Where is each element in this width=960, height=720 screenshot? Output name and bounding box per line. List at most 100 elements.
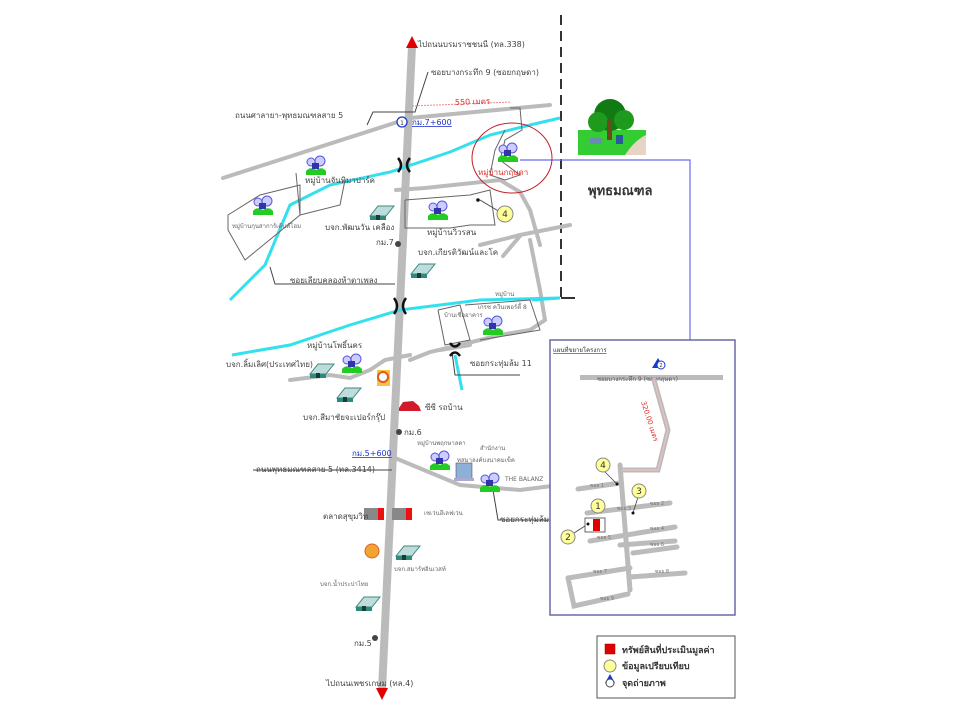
subject-property-icon [593, 519, 600, 531]
soi-khlong-label: ซอยเลียบคลองห้าตาเพลง [290, 276, 378, 285]
inset-soi-6-label: ซอย 6 [650, 542, 664, 548]
legend-item-photo-point: จุดถ่ายภาพ [622, 678, 666, 689]
factory-phanawan-label: บจก.พัฒนวัน เคลือง [325, 223, 394, 232]
road-soi-11 [408, 238, 548, 362]
yellow-circle-icon [603, 659, 617, 673]
factory-seemachai-label: บจก.สีมาชัยจะเปอร์กรุ๊ป [303, 412, 385, 422]
region-label: พุทธมณฑล [588, 184, 652, 199]
house-rent-label: บ้านเชื่ออาคาร [444, 311, 483, 319]
distance-550-label: 550 เมตร [455, 97, 491, 107]
comparable-point-4-icon: 4 [496, 205, 514, 223]
north-arrow-icon [406, 36, 418, 48]
factory-lamloet-label: บจก.ลิ้มเลิศ(ประเทศไทย) [226, 358, 313, 369]
main-highway [378, 45, 416, 691]
village-icon [427, 200, 449, 221]
inset-soi-2-label: ซอย 2 [650, 501, 664, 507]
km-7-600-label: กม.7+600 [412, 118, 452, 127]
village-chanthima-label: หมู่บ้านจันทิมาปาร์ค [305, 175, 375, 186]
bridge-icon [392, 297, 399, 315]
road-inner-north [394, 177, 542, 247]
the-balanz-label: THE BALANZ [504, 476, 543, 483]
soi-krathum-lom-12-label: ซอยกระทุ่มล้ม 12 [500, 515, 562, 524]
car-dealer-label: ซีซี รถบ้าน [425, 403, 463, 412]
north-destination-label: ไปถนนบรมราชชนนี (ทล.338) [417, 40, 525, 49]
legend-item-appraised-property: ทรัพย์สินที่ประเมินมูลค่า [622, 643, 715, 656]
parcel-outlines [227, 107, 541, 346]
village-icon [341, 353, 363, 374]
svg-text:2: 2 [659, 363, 662, 369]
inset-soi-1-label: ซอย 1 [590, 483, 604, 489]
inset-numbered-point-2: 2 [560, 529, 576, 545]
soi-krathum-lom-11-label: ซอยกระทุ่มล้ม 11 [470, 359, 532, 368]
inset-top-road [580, 375, 723, 380]
km-marker-icon [372, 635, 378, 641]
subject-highlight-circle [471, 122, 553, 194]
road-north-connector-label: ถนนศาลายา-พุทธมณฑลสาย 5 [235, 111, 343, 120]
village-pakorn-label: หมู่บ้านพฤกษาลดา [417, 440, 466, 447]
red-square-icon [604, 643, 616, 655]
inset-soi-7-label: ซอย 7 [593, 569, 607, 575]
village-icon [252, 195, 274, 216]
office-label: สำนักงาน [480, 445, 505, 452]
office-name-label: ทสมาลงค์บงนาคมเข็ค [457, 455, 515, 464]
inset-map-frame [549, 339, 736, 616]
road-inner-mid [478, 223, 572, 247]
factory-icon [355, 596, 381, 612]
village-icon [479, 472, 501, 493]
factory-icon [395, 545, 421, 561]
factory-icon [410, 263, 436, 279]
bank-logo-icon [377, 370, 390, 386]
shop-seven-label: เซเว่นอีเลฟเว่น [424, 509, 463, 517]
inset-numbered-point-1: 1 [590, 498, 606, 514]
factory-icon [369, 205, 395, 221]
inset-soi-9-label: ซอย 9 [600, 596, 614, 602]
legend-box [596, 635, 736, 699]
village-icon [482, 315, 504, 336]
village-kunsa-label: หมู่บ้านกุนสาการ์เด้นท์โฮม [232, 222, 301, 230]
km-6-label: กม.6 [404, 428, 422, 437]
camera-point-icon [605, 674, 615, 688]
inset-soi-8-label: ซอย 8 [655, 569, 669, 575]
car-icon [399, 401, 421, 411]
soi-bang-krathuek-label: ซอยบางกระทึก 9 (ซอยกฤษดา) [431, 68, 539, 77]
inset-numbered-point-3: 3 [631, 483, 647, 499]
main-road-label: ถนนพุทธมณฑลสาย 5 (ทล.3414) [256, 465, 375, 474]
km-5-label: กม.5 [354, 639, 372, 648]
factory-namprathai-label: บจก.น้ำประปาไทย [320, 578, 368, 588]
village-ploen-label: หมู่บ้านโพธิ์นคร [307, 339, 363, 351]
km-marker-icons [372, 241, 402, 641]
distance-line [411, 101, 511, 107]
market-label: ตลาดสุขุมวิท [323, 512, 368, 521]
bridge-icons [392, 157, 462, 357]
factory-kiadwanit-label: บจก.เกียรติวัฒน์และโค [418, 247, 498, 257]
inset-subject-property [584, 517, 606, 533]
village-icon [497, 142, 519, 163]
inset-numbered-point-4: 4 [595, 457, 611, 473]
svg-text:1: 1 [400, 120, 404, 127]
svg-text:3: 3 [636, 487, 642, 497]
km-7-label: กม.7 [376, 238, 394, 247]
inset-distance-path [622, 379, 669, 471]
village-grace-label: เกรซ ควีนเพอร์ตี้ 8 [478, 301, 527, 311]
legend-item-comparable-data: ข้อมูลเปรียบเทียบ [622, 661, 690, 672]
km-marker-icon [396, 429, 402, 435]
factory-samart-label: บจก.สมาร์ทอินเวสท์ [394, 565, 446, 573]
south-destination-label: ไปถนนเพชรเกษม (ทล.4) [325, 679, 413, 688]
bridge-icon [448, 342, 462, 348]
village-icon [305, 155, 327, 176]
bridge-icon [397, 157, 403, 173]
canal-network [228, 116, 561, 391]
svg-text:1: 1 [595, 502, 601, 512]
photo-point-1-icon: 1 [396, 116, 408, 128]
km-5-600-label: กม.5+600 [352, 449, 392, 458]
container-icon [392, 508, 412, 520]
village-rattanasan-label: หมู่บ้านวิวรสน [427, 228, 477, 238]
shell-gas-station-icon [364, 543, 380, 559]
inset-photo-point-2-icon: 2 [652, 358, 666, 370]
village-right-upper-label: หมู่บ้าน [495, 291, 514, 298]
office-building-icon [454, 462, 474, 481]
inset-top-road-label: ซอยบางกระทึก 9 (ซอยกฤษดา) [597, 376, 678, 383]
svg-text:4: 4 [600, 461, 606, 471]
inset-title: แผนที่ขยายโครงการ [553, 346, 607, 354]
